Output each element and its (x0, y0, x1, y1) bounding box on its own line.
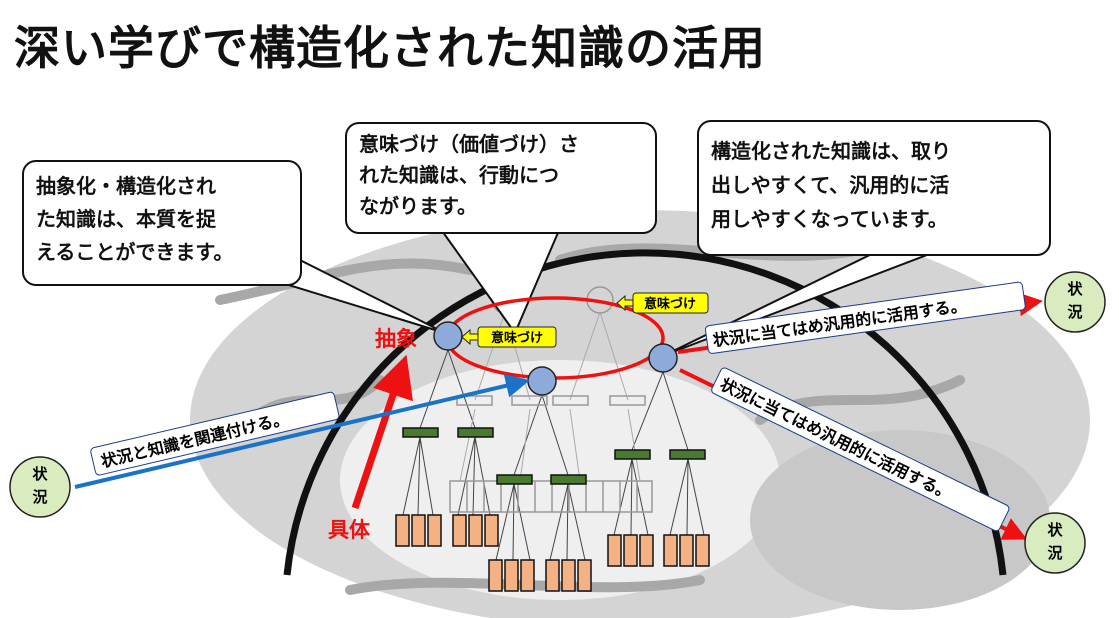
mid-level-nodes (402, 427, 706, 485)
svg-text:状: 状 (1047, 521, 1063, 539)
callout-line: 用しやすくなっています。 (711, 207, 948, 231)
svg-text:況: 況 (1047, 544, 1062, 562)
callout-abstraction: 抽象化・構造化され た知識は、本質を捉 えることができます。 (22, 160, 302, 286)
callout-line: 構造化された知識は、取り (711, 139, 951, 163)
link-arrow (74, 373, 530, 489)
abstraction-arrow (351, 354, 413, 510)
callout-line: えることができます。 (36, 240, 234, 264)
meaning-tag-1-label: 意味づけ (491, 330, 543, 346)
callout-line: ながります。 (359, 194, 477, 218)
page-title: 深い学びで構造化された知識の活用 (14, 21, 766, 75)
callout-line: た知識は、本質を捉 (36, 207, 216, 231)
meaning-tag-2-label: 意味づけ (644, 296, 696, 312)
abstract-nodes (433, 321, 678, 396)
concrete-label: 具体 (328, 518, 371, 542)
callout-structure: 構造化された知識は、取り 出しやすくて、汎用的に活 用しやすくなっています。 (697, 120, 1051, 256)
brain-arc (283, 249, 1007, 576)
svg-text:況: 況 (1067, 303, 1082, 321)
meaning-tag-2: 意味づけ (616, 292, 709, 314)
callout-meaning: 意味づけ（価値づけ）さ れた知識は、行動につ ながります。 (345, 122, 657, 234)
callout-line: 出しやすくて、汎用的に活 (711, 173, 950, 197)
svg-text:状: 状 (32, 465, 48, 483)
abstract-label: 抽象 (375, 327, 417, 351)
callout-line: れた知識は、行動につ (359, 163, 559, 187)
svg-text:状: 状 (1067, 280, 1083, 298)
tree-lines (402, 311, 705, 561)
situation-right-bottom: 状 況 (1024, 512, 1086, 574)
svg-text:況: 況 (32, 488, 47, 506)
situation-right-top: 状 況 (1044, 271, 1106, 333)
meaning-tag-1: 意味づけ (461, 326, 557, 348)
callout-line: 意味づけ（価値づけ）さ (359, 132, 579, 156)
callout-line: 抽象化・構造化され (36, 174, 216, 198)
situation-left: 状 況 (9, 456, 71, 518)
concrete-nodes (395, 514, 710, 592)
